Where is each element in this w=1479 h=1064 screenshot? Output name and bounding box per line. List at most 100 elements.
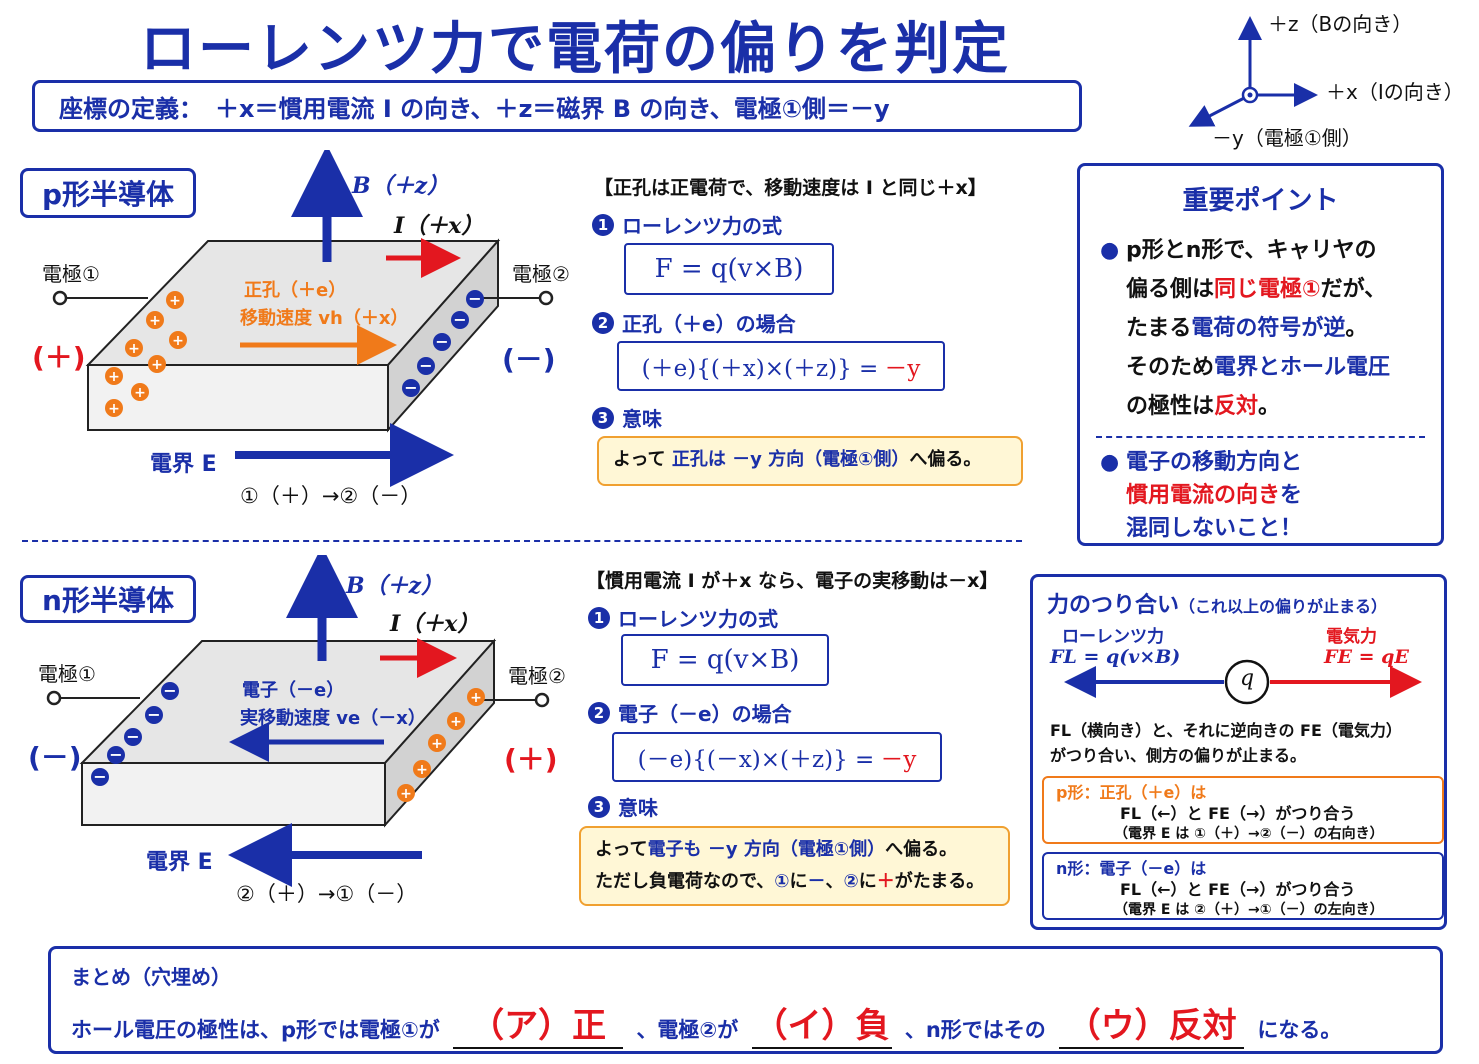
- slab-side: [384, 638, 495, 828]
- n-meaning1-pre: よって: [595, 839, 648, 860]
- p-formula2-main: (＋e){(＋x)×(＋z)} =: [641, 356, 879, 382]
- kp1-a: p形とn形で、キャリヤの: [1126, 238, 1377, 263]
- p-b-label: B（＋z）: [352, 173, 450, 199]
- charge-label: q: [1240, 666, 1255, 691]
- n-formula2: (－e){(－x)×(＋z)} = －y: [612, 732, 942, 782]
- coordinate-definition: 座標の定義： ＋x＝慣用電流 I の向き、＋z＝磁界 B の向き、電極①側＝－y: [32, 80, 1082, 132]
- n-meaning2-e: 、: [825, 871, 844, 892]
- kp1-k: 反対: [1214, 394, 1259, 419]
- p-left-sign: (＋): [32, 341, 86, 374]
- p-meaning-post: へ偏る。: [909, 449, 982, 470]
- y-axis-arrow: [1188, 93, 1251, 127]
- n-step3-label: 意味: [618, 796, 658, 820]
- kp1-j: の極性は: [1126, 394, 1215, 419]
- n-velocity-label: 実移動速度 ve（－x）: [240, 708, 426, 729]
- svg-text:+: +: [128, 341, 140, 357]
- p-carrier-label: 正孔（＋e）: [244, 280, 347, 301]
- summary-text3: 、n形ではその: [904, 1018, 1046, 1042]
- svg-text:−: −: [419, 356, 432, 375]
- kp1-h: そのため: [1126, 355, 1215, 380]
- p-type-balance-box: p形：正孔（＋e）は FL（←）と FE（→）がつり合う （電界 E は ①（＋…: [1042, 776, 1444, 844]
- svg-text:+: +: [134, 385, 146, 401]
- n-heading: 【慣用電流 I が＋x なら、電子の実移動は－x】: [586, 570, 999, 592]
- kp1-l: 。: [1258, 394, 1281, 419]
- svg-text:+: +: [470, 690, 482, 706]
- svg-text:−: −: [147, 705, 160, 724]
- n-formula2-result: －y: [880, 747, 917, 773]
- svg-text:+: +: [450, 714, 462, 730]
- kp1-g: 。: [1345, 316, 1368, 341]
- p-step3-label: 意味: [622, 407, 662, 431]
- p-i-label: I（＋x）: [394, 213, 484, 239]
- n-left-sign: (－): [28, 741, 82, 774]
- p-electrode1-label: 電極①: [42, 262, 100, 286]
- n-electrode2-label: 電極②: [508, 664, 566, 688]
- p-balance-line2: FL（←）と FE（→）がつり合う: [1120, 804, 1356, 823]
- force-balance-diagram: [1064, 659, 1422, 705]
- svg-text:+: +: [416, 762, 428, 778]
- n-meaning-line2: ただし負電荷なので、①に－、②に＋がたまる。: [595, 866, 994, 898]
- x-axis-label: ＋x（Iの向き）: [1326, 80, 1464, 104]
- slab-front: [81, 762, 386, 826]
- kp2-b: 慣用電流の向き: [1126, 483, 1281, 508]
- bullet-icon: ●: [1100, 450, 1120, 475]
- kp1-e: たまる: [1126, 316, 1192, 341]
- n-formula1: F = q(v×B): [621, 634, 829, 686]
- n-carrier-label: 電子（－e）: [242, 680, 345, 701]
- p-formula1: F = q(v×B): [624, 243, 834, 295]
- key-point-1: ● p形とn形で、キャリヤの 偏る側は同じ電極①だが、 たまる電荷の符号が逆。 …: [1096, 231, 1425, 426]
- n-meaning2-d: －: [807, 871, 826, 892]
- electrode1-terminal: [52, 290, 68, 306]
- lorentz-force-formula: FL = q(v×B): [1050, 646, 1181, 668]
- kp1-i: 電界とホール電圧: [1214, 355, 1391, 380]
- force-balance-box: 力のつり合い（これ以上の偏りが止まる）: [1030, 574, 1447, 930]
- svg-text:+: +: [151, 357, 163, 373]
- summary-box: まとめ（穴埋め） ホール電圧の極性は、p形では電極①が （ア）正 、電極②が （…: [48, 946, 1443, 1054]
- summary-blank-b: （イ）負: [751, 998, 892, 1049]
- n-step2-label: 電子（－e）の場合: [618, 702, 792, 726]
- key-points-box: 重要ポイント ● p形とn形で、キャリヤの 偏る側は同じ電極①だが、 たまる電荷…: [1077, 163, 1444, 546]
- n-field-direction: ②（＋）→①（－）: [236, 882, 418, 906]
- n-meaning2-c: に: [789, 871, 808, 892]
- n-meaning2-f: ②: [843, 871, 859, 892]
- kp2-a: 電子の移動方向と: [1126, 450, 1303, 475]
- n-electrode1-label: 電極①: [38, 662, 96, 686]
- z-axis-label: ＋z（Bの向き）: [1268, 12, 1413, 36]
- svg-text:−: −: [404, 378, 417, 397]
- electric-force-formula: FE = qE: [1324, 646, 1409, 668]
- electrode1-terminal: [46, 690, 62, 706]
- electrode2-terminal: [538, 290, 554, 306]
- svg-text:−: −: [435, 332, 448, 351]
- balance-title: 力のつり合い: [1047, 593, 1180, 618]
- svg-text:−: −: [126, 727, 139, 746]
- balance-title-row: 力のつり合い（これ以上の偏りが止まる）: [1047, 587, 1430, 619]
- svg-text:+: +: [149, 313, 161, 329]
- svg-text:+: +: [172, 333, 184, 349]
- n-b-label: B（＋z）: [346, 573, 444, 599]
- summary-text1: ホール電圧の極性は、p形では電極①が: [71, 1018, 440, 1042]
- charge-circle: [1224, 659, 1270, 705]
- p-formula2: (＋e){(＋x)×(＋z)} = －y: [617, 341, 945, 391]
- svg-text:−: −: [453, 310, 466, 329]
- kp1-f: 電荷の符号が逆: [1191, 316, 1346, 341]
- bullet-icon: ●: [1100, 238, 1120, 263]
- svg-text:+: +: [108, 369, 120, 385]
- p-type-label: p形半導体: [20, 168, 196, 218]
- kp1-d: だが、: [1320, 277, 1387, 302]
- svg-text:−: −: [93, 767, 106, 786]
- kp2-d: 混同しないこと！: [1126, 516, 1303, 541]
- p-step1-label: ローレンツ力の式: [622, 214, 782, 238]
- n-meaning1-post: へ偏る。: [885, 839, 958, 860]
- p-formula2-result: －y: [884, 356, 921, 382]
- summary-blank-a: （ア）正: [453, 998, 624, 1049]
- key-points-title: 重要ポイント: [1182, 186, 1339, 216]
- n-meaning-box: よって電子も －y 方向（電極①側）へ偏る。 ただし負電荷なので、①に－、②に＋…: [579, 826, 1010, 906]
- n-meaning-line1: よって電子も －y 方向（電極①側）へ偏る。: [595, 834, 994, 866]
- key-points-divider: [1096, 436, 1425, 438]
- balance-title-note: （これ以上の偏りが止まる）: [1179, 597, 1388, 616]
- summary-title: まとめ（穴埋め）: [71, 965, 231, 989]
- p-balance-line3: （電界 E は ①（＋）→②（－）の右向き）: [1114, 826, 1384, 842]
